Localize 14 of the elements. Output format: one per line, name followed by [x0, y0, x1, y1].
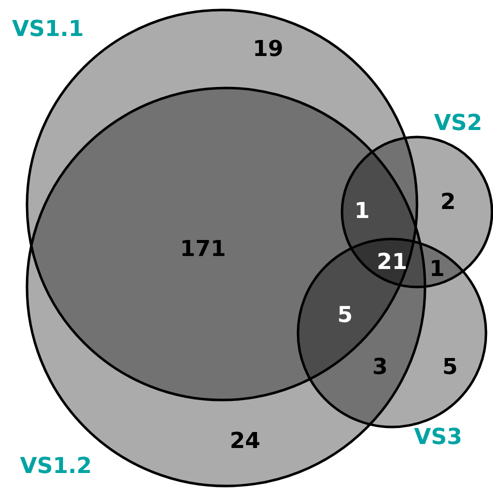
- region-count: 5: [442, 357, 458, 379]
- region-count: 19: [252, 39, 284, 61]
- set-label: VS1.2: [20, 456, 92, 478]
- region-count: 3: [372, 357, 388, 379]
- set-label: VS2: [434, 113, 482, 135]
- region-count: 24: [230, 431, 260, 453]
- set-label: VS3: [414, 427, 462, 449]
- set-label: VS1.1: [12, 19, 84, 41]
- region-count: 171: [180, 239, 226, 261]
- region-count: 21: [376, 252, 408, 274]
- region-count: 1: [429, 259, 445, 281]
- region-count: 2: [440, 192, 456, 214]
- region-count: 1: [354, 201, 370, 223]
- region-count: 5: [337, 305, 353, 327]
